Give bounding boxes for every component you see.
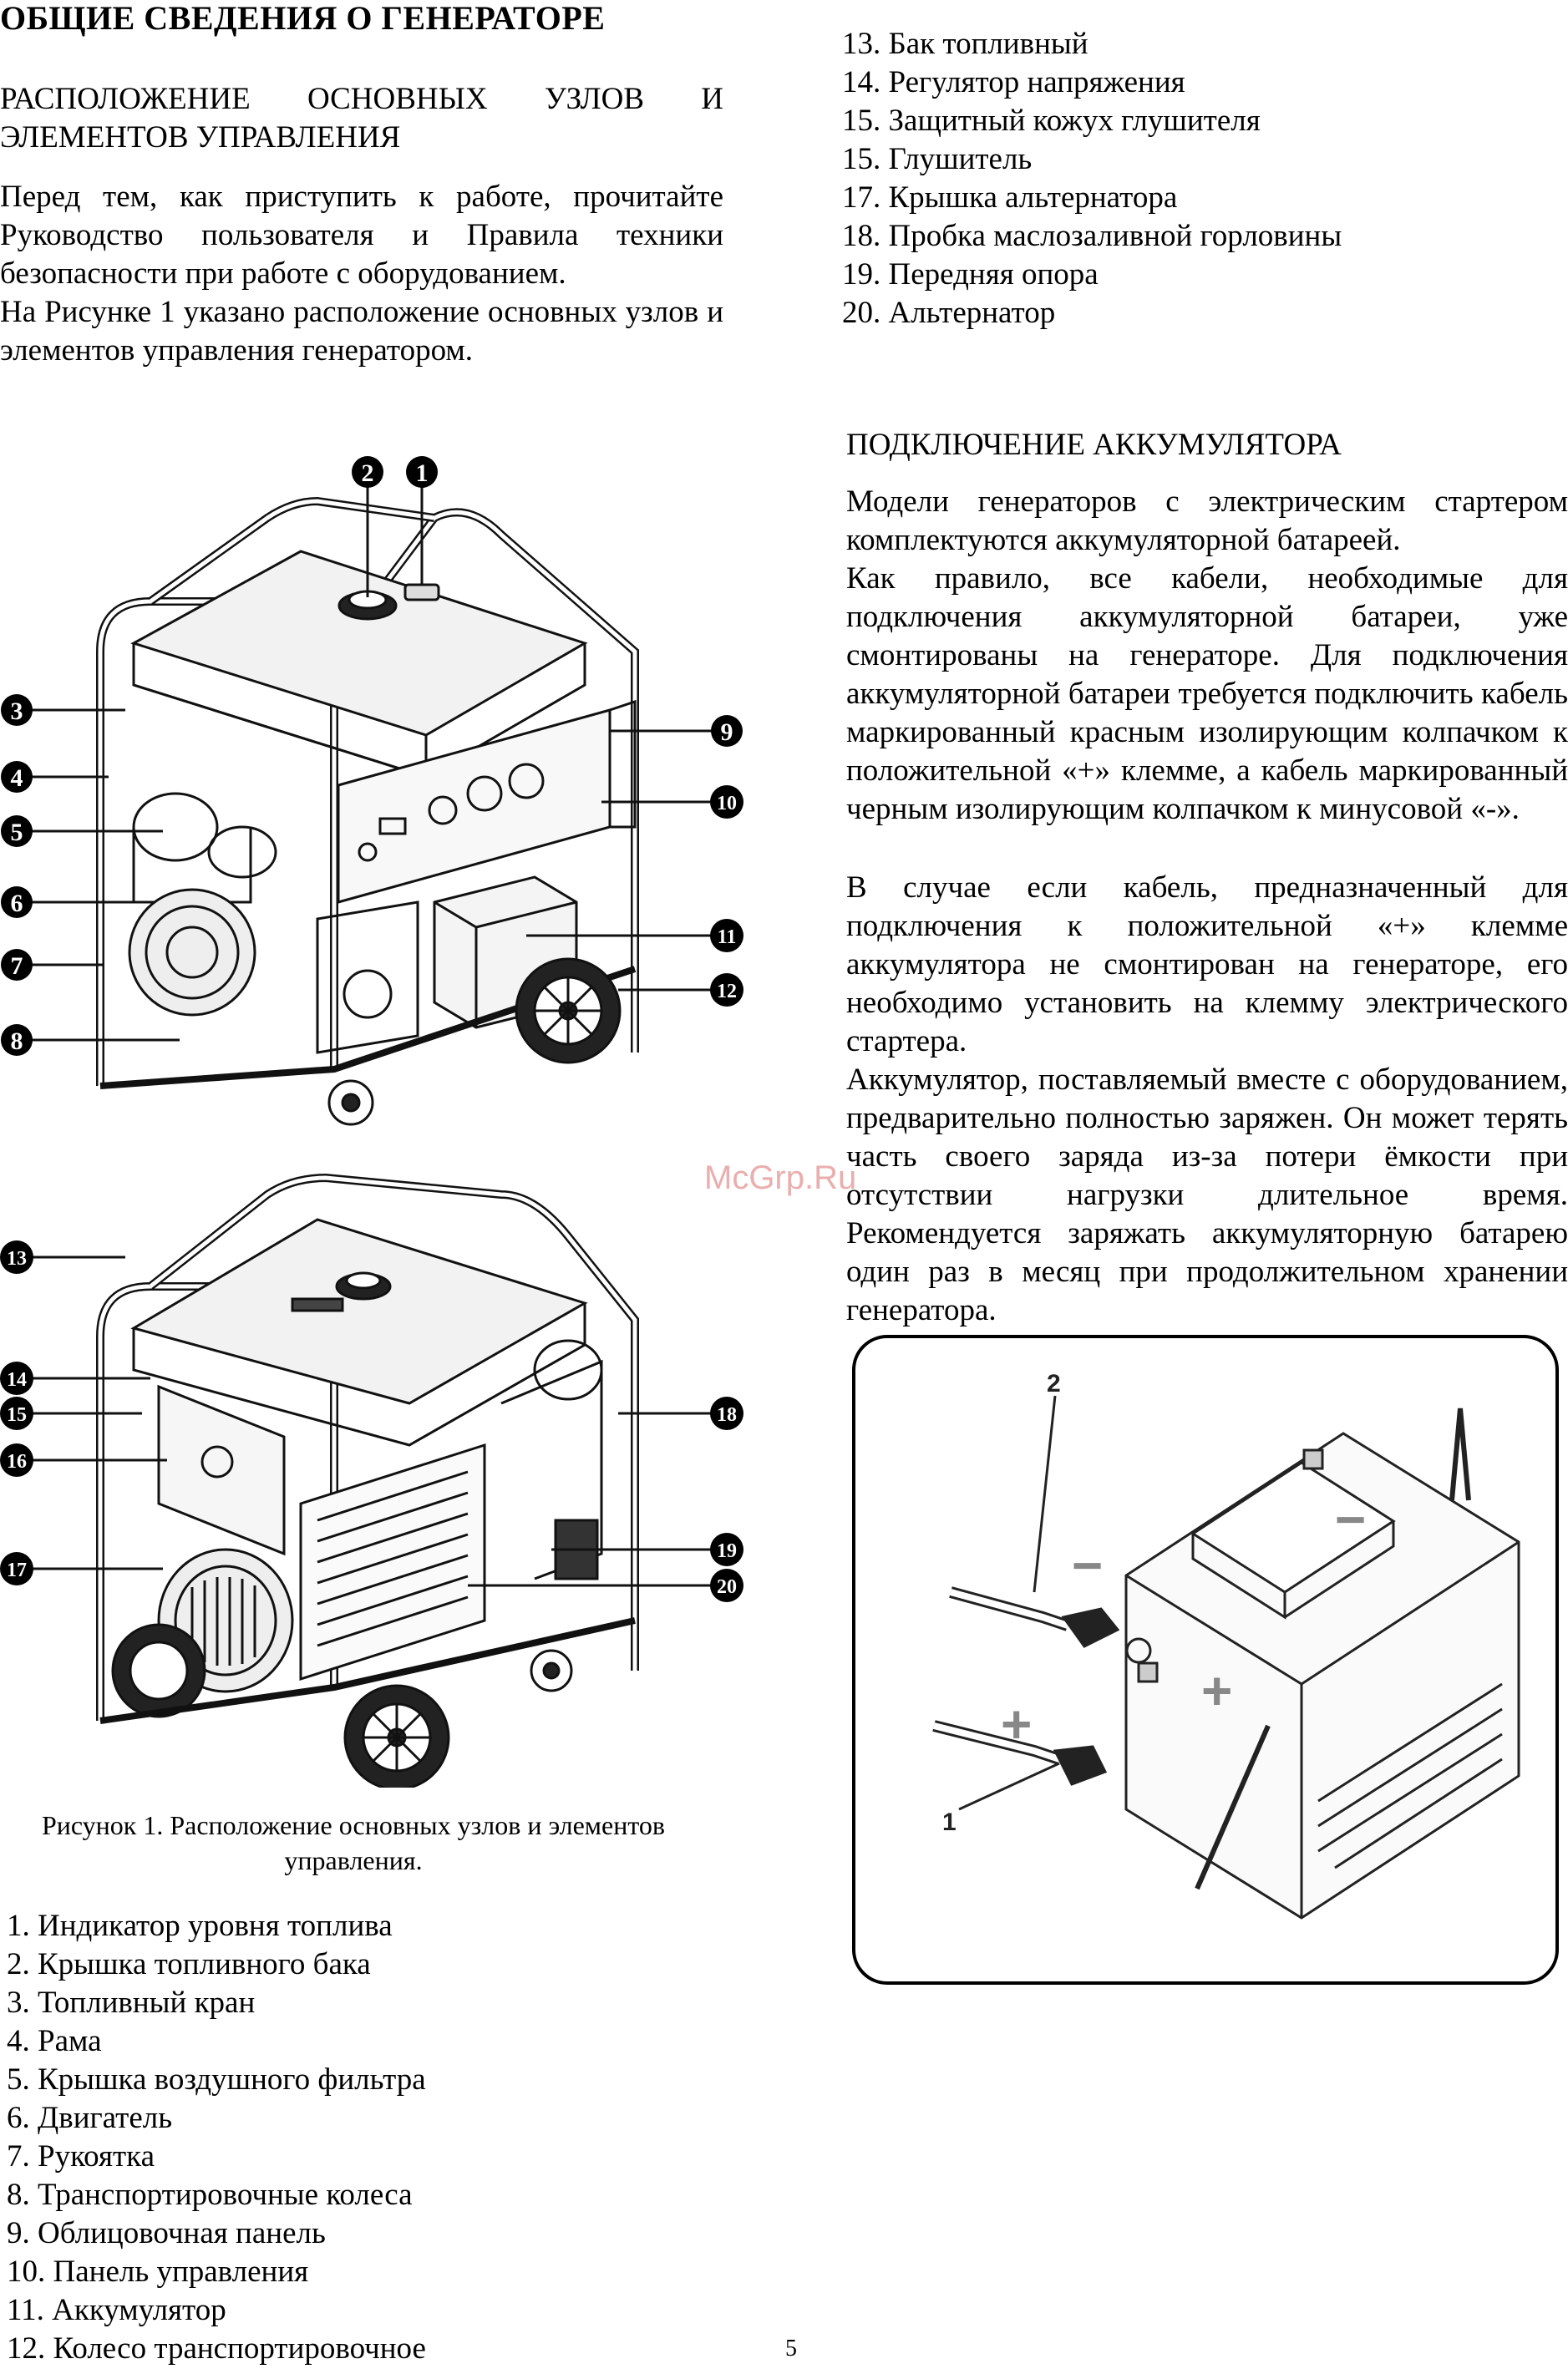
page-number: 5 bbox=[785, 2336, 797, 2361]
parts-list-right: 13. Бак топливный 14. Регулятор напряжен… bbox=[842, 25, 1342, 332]
plus-sign-battery: + bbox=[1201, 1661, 1232, 1721]
page-title: ОБЩИЕ СВЕДЕНИЯ О ГЕНЕРАТОРЕ bbox=[0, 0, 606, 37]
list-item: 17. Крышка альтернатора bbox=[842, 180, 1178, 215]
battery-paragraph-3: В случае если кабель, предназначенный дл… bbox=[846, 870, 1568, 1058]
list-item: 19. Передняя опора bbox=[842, 257, 1099, 292]
list-item: 6. Двигатель bbox=[7, 2101, 173, 2135]
callout-label: 15 bbox=[7, 1404, 27, 1426]
list-item: 11. Аккумулятор bbox=[7, 2293, 226, 2327]
list-item: 13. Бак топливный bbox=[842, 27, 1088, 61]
callout-label: 5 bbox=[11, 819, 23, 846]
plus-sign-cable: + bbox=[1001, 1694, 1032, 1754]
callout-label: 6 bbox=[11, 890, 23, 917]
callout-label: 3 bbox=[11, 697, 23, 725]
intro-paragraph: Перед тем, как приступить к работе, проч… bbox=[0, 180, 723, 291]
caption-line: Рисунок 1. Расположение основных узлов и… bbox=[41, 1810, 666, 1840]
callout-label: 13 bbox=[7, 1248, 27, 1270]
list-item: 9. Облицовочная панель bbox=[7, 2216, 326, 2250]
list-item: 3. Топливный кран bbox=[7, 1986, 256, 2020]
list-item: 12. Колесо транспортировочное bbox=[7, 2331, 426, 2366]
figure-reference-paragraph: На Рисунке 1 указано расположение основн… bbox=[0, 295, 723, 368]
list-item: 15. Защитный кожух глушителя bbox=[842, 104, 1261, 138]
battery-paragraph-1: Модели генераторов с электрическим старт… bbox=[846, 484, 1568, 557]
battery-paragraph-4: Аккумулятор, поставляемый вместе с обору… bbox=[846, 1063, 1568, 1327]
callout-label: 17 bbox=[7, 1560, 27, 1581]
callout-label: 19 bbox=[717, 1540, 737, 1562]
list-item: 15. Глушитель bbox=[842, 142, 1033, 176]
callout-label: 8 bbox=[11, 1027, 23, 1055]
callout-label: 18 bbox=[717, 1404, 737, 1426]
section-heading-battery: ПОДКЛЮЧЕНИЕ АККУМУЛЯТОРА bbox=[846, 428, 1342, 462]
minus-sign-battery: − bbox=[1335, 1489, 1366, 1550]
callout-label: 1 bbox=[416, 459, 429, 487]
section-heading-layout: РАСПОЛОЖЕНИЕ ОСНОВНЫХ УЗЛОВ И ЭЛЕМЕНТОВ … bbox=[0, 82, 723, 155]
callout-label: 7 bbox=[11, 952, 23, 980]
callout-label: 4 bbox=[11, 764, 23, 792]
callout-label: 9 bbox=[721, 718, 733, 746]
label-1: 1 bbox=[942, 1808, 957, 1836]
list-item: 1. Индикатор уровня топлива bbox=[7, 1909, 393, 1943]
list-item: 18. Пробка маслозаливной горловины bbox=[842, 219, 1342, 253]
list-item: 14. Регулятор напряжения bbox=[842, 65, 1185, 99]
figure-caption: Рисунок 1. Расположение основных узлов и… bbox=[0, 1808, 707, 1878]
battery-connection-figure: − − + + 2 1 bbox=[852, 1335, 1559, 1985]
callout-label: 10 bbox=[717, 793, 737, 814]
list-item: 2. Крышка топливного бака bbox=[7, 1947, 371, 1981]
battery-paragraph-2: Как правило, все кабели, необходимые для… bbox=[846, 561, 1568, 826]
list-item: 7. Рукоятка bbox=[7, 2139, 155, 2174]
callout-label: 2 bbox=[362, 459, 374, 487]
watermark: McGrp.Ru bbox=[704, 1159, 857, 1196]
callout-label: 12 bbox=[717, 981, 737, 1002]
list-item: 8. Транспортировочные колеса bbox=[7, 2178, 413, 2212]
list-item: 4. Рама bbox=[7, 2024, 102, 2058]
list-item: 10. Панель управления bbox=[7, 2255, 309, 2289]
label-2: 2 bbox=[1047, 1370, 1061, 1398]
generator-figure: 2 1 3 4 5 6 7 8 9 10 11 12 13 14 15 16 1… bbox=[0, 456, 743, 1788]
callout-label: 16 bbox=[7, 1451, 27, 1473]
callout-label: 11 bbox=[718, 926, 737, 948]
minus-sign-cable: − bbox=[1072, 1535, 1103, 1595]
callout-label: 20 bbox=[717, 1576, 737, 1598]
list-item: 20. Альтернатор bbox=[842, 296, 1056, 330]
caption-line: управления. bbox=[284, 1845, 423, 1875]
list-item: 5. Крышка воздушного фильтра bbox=[7, 2062, 426, 2097]
callout-label: 14 bbox=[7, 1369, 27, 1391]
parts-list-left: 1. Индикатор уровня топлива 2. Крышка то… bbox=[7, 1907, 426, 2368]
